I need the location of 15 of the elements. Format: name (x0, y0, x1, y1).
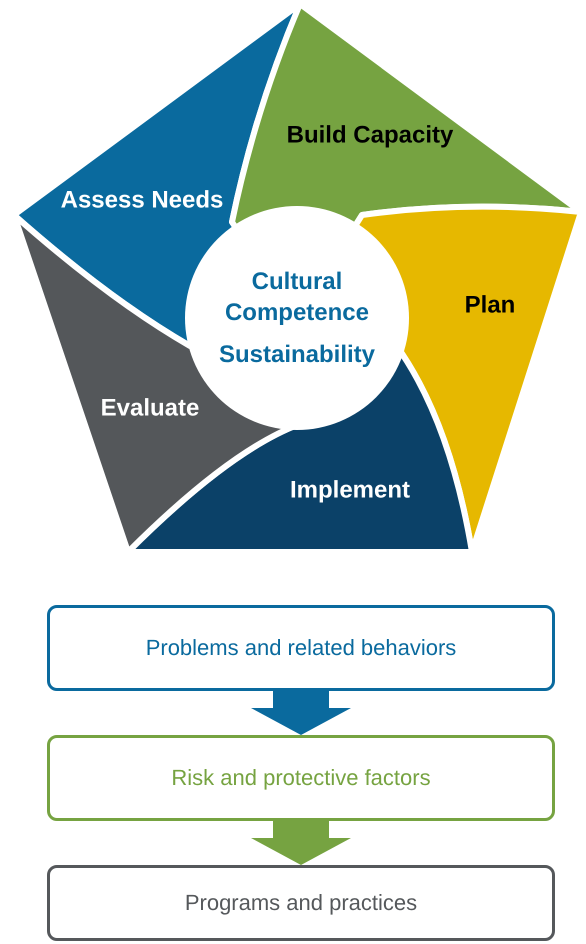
block-arrow (251, 821, 351, 865)
segment-label: Plan (464, 290, 516, 320)
circle-label: Cultural Competence (224, 267, 370, 328)
step-box (47, 735, 555, 821)
segment-label: Evaluate (100, 393, 200, 424)
circle-label: Sustainability (218, 340, 376, 370)
segment-label: Assess Needs (60, 185, 224, 216)
block-arrow (251, 691, 351, 735)
segment-label: Implement (288, 475, 412, 506)
step-label: Problems and related behaviors (146, 635, 456, 661)
step-label: Risk and protective factors (171, 765, 431, 791)
step-box (47, 605, 555, 691)
step-label: Programs and practices (184, 890, 418, 916)
segment-label: Build Capacity (286, 120, 454, 150)
step-box (47, 865, 555, 941)
